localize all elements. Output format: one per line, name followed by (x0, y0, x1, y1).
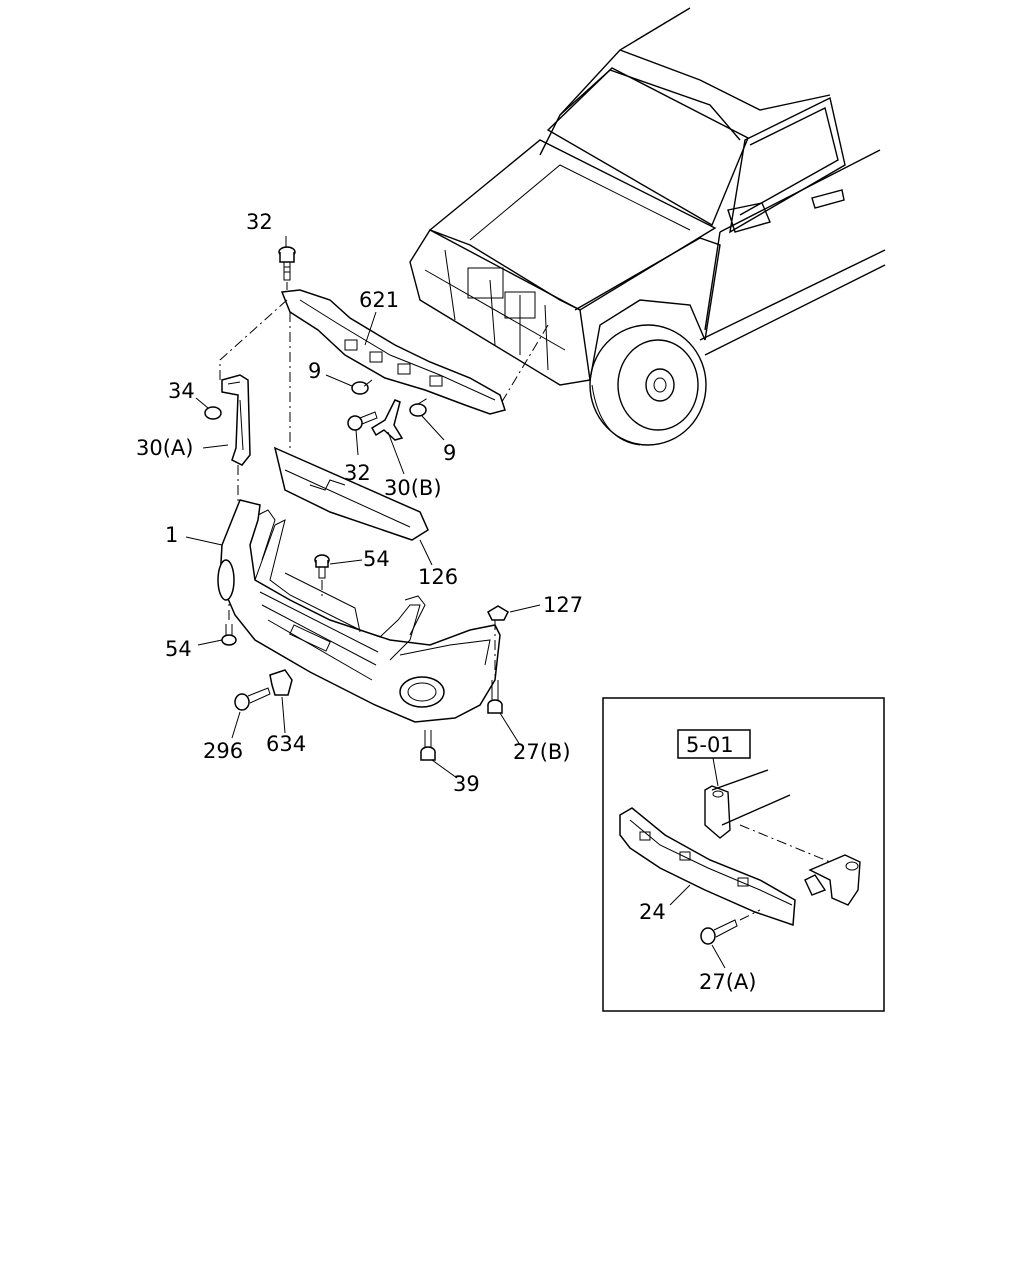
bolt-32-mid (347, 411, 378, 431)
callout-32-mid: 32 (344, 461, 371, 485)
callout-621: 621 (359, 288, 399, 312)
bracket-634 (269, 669, 293, 696)
callout-34: 34 (168, 379, 195, 403)
clip-127 (487, 605, 509, 621)
leader-24 (669, 884, 691, 906)
callout-296: 296 (203, 739, 243, 763)
bolt-27b (487, 680, 503, 714)
callout-27a: 27(A) (699, 970, 756, 994)
bolt-32-top (278, 246, 296, 281)
leader-27a (711, 944, 726, 969)
inset-detail: 5-01 24 27(A) (602, 697, 885, 1012)
bracket-30b (370, 399, 404, 441)
callout-126: 126 (418, 565, 458, 589)
bolt-27a (700, 919, 738, 945)
air-deflector-126 (273, 446, 429, 541)
bolt-54-left (221, 624, 237, 646)
assembly-lines (219, 282, 496, 680)
bracket-30a (221, 374, 251, 466)
reinforcement-bar-621 (280, 289, 506, 415)
fasteners (204, 246, 509, 761)
callout-127: 127 (543, 593, 583, 617)
callout-1: 1 (165, 523, 178, 547)
frame-rail (704, 757, 861, 906)
front-bumper-fascia-1 (217, 499, 501, 723)
callout-54-left: 54 (165, 637, 192, 661)
callout-39: 39 (453, 772, 480, 796)
bolt-296 (234, 687, 271, 711)
bolt-54-top (314, 554, 330, 579)
callout-leaders (185, 236, 541, 779)
ref-box-label: 5-01 (686, 733, 734, 757)
callout-9-left: 9 (308, 359, 321, 383)
callout-24: 24 (639, 900, 666, 924)
callout-9-right: 9 (443, 441, 456, 465)
bolt-27a-line (739, 909, 761, 921)
vehicle-illustration (409, 7, 886, 446)
callout-634: 634 (266, 732, 306, 756)
nut-34 (204, 406, 222, 420)
callout-27b: 27(B) (513, 740, 571, 764)
bumper-beam-24 (619, 807, 796, 927)
callout-30b: 30(B) (384, 476, 442, 500)
callout-54-top: 54 (363, 547, 390, 571)
nut-9-left (351, 381, 369, 395)
callout-32-top: 32 (246, 210, 273, 234)
vehicle-leader-line (499, 324, 549, 406)
nut-9-right (409, 403, 427, 417)
bolt-39 (420, 730, 436, 761)
callout-30a: 30(A) (136, 436, 193, 460)
ref-box (677, 729, 751, 759)
